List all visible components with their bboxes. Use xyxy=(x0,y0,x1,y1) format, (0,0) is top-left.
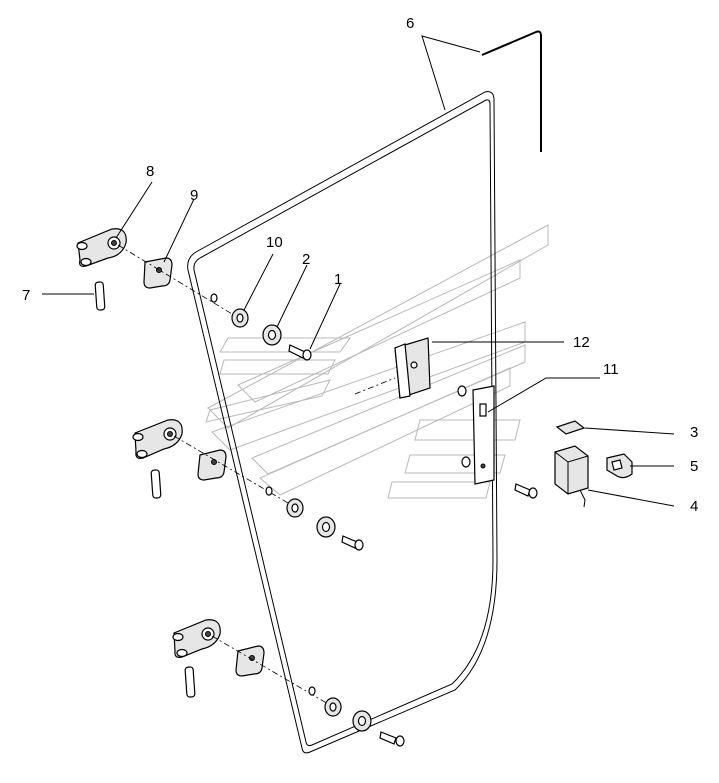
label-2: 2 xyxy=(302,251,310,268)
label-7: 7 xyxy=(22,287,30,304)
lock-screw-part xyxy=(514,483,538,499)
label-9: 9 xyxy=(190,187,198,204)
leader-lines xyxy=(42,35,675,507)
hinge-assembly-top xyxy=(76,228,312,361)
callout-labels: 6 8 9 10 2 1 7 12 11 3 5 4 xyxy=(22,15,698,515)
label-1: 1 xyxy=(334,271,342,288)
label-4: 4 xyxy=(690,498,698,515)
label-5: 5 xyxy=(690,458,698,475)
pad-part xyxy=(555,420,586,435)
door-glass-panel xyxy=(187,91,498,754)
seal-strip-part xyxy=(481,30,542,152)
label-8: 8 xyxy=(146,163,154,180)
hinge-assembly-bottom xyxy=(172,619,405,747)
lock-box-part xyxy=(554,445,589,508)
label-12: 12 xyxy=(573,334,590,351)
hinge-assembly-middle xyxy=(132,419,364,551)
latch-plate-part xyxy=(457,385,495,485)
hinge-plate xyxy=(143,257,173,289)
clip-part xyxy=(606,453,633,479)
label-10: 10 xyxy=(266,234,283,251)
label-3: 3 xyxy=(690,424,698,441)
label-6: 6 xyxy=(406,15,414,32)
screw-1 xyxy=(288,344,306,359)
label-11: 11 xyxy=(603,361,619,378)
handle-part xyxy=(354,337,431,399)
